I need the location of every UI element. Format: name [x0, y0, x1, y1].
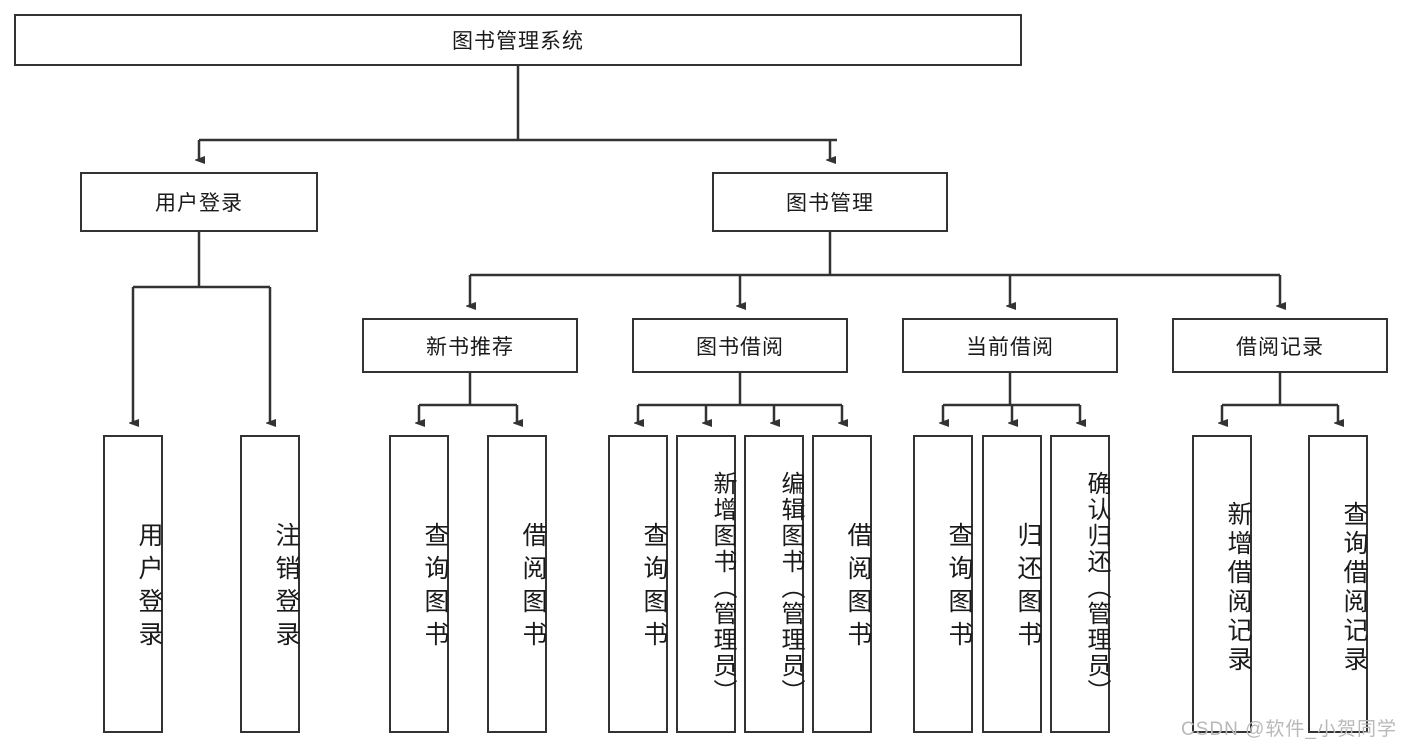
node-leaf-user-login[interactable]: 用户登录 — [103, 435, 163, 733]
node-leaf-user-logout[interactable]: 注销登录 — [240, 435, 300, 733]
node-user-login[interactable]: 用户登录 — [80, 172, 318, 232]
node-new-book-recommendation[interactable]: 新书推荐 — [362, 318, 578, 373]
node-leaf-label: 新增借阅记录 — [1224, 501, 1252, 675]
node-leaf-query-book-recommend[interactable]: 查询图书 — [389, 435, 449, 733]
node-leaf-confirm-return-admin[interactable]: 确认归还（管理员） — [1050, 435, 1110, 733]
node-leaf-query-borrow-record[interactable]: 查询借阅记录 — [1308, 435, 1368, 733]
node-leaf-label: 借阅图书 — [844, 522, 872, 654]
node-leaf-label: 注销登录 — [272, 522, 300, 654]
node-leaf-query-book-borrow[interactable]: 查询图书 — [608, 435, 668, 733]
node-leaf-query-book-current[interactable]: 查询图书 — [913, 435, 973, 733]
node-root[interactable]: 图书管理系统 — [14, 14, 1022, 66]
node-book-manage[interactable]: 图书管理 — [712, 172, 948, 232]
node-leaf-label: 查询图书 — [945, 522, 973, 654]
node-leaf-edit-book-admin[interactable]: 编辑图书（管理员） — [744, 435, 804, 733]
node-leaf-return-book[interactable]: 归还图书 — [982, 435, 1042, 733]
node-leaf-label: 查询图书 — [640, 522, 668, 654]
node-leaf-borrow-book[interactable]: 借阅图书 — [812, 435, 872, 733]
node-borrow-record[interactable]: 借阅记录 — [1172, 318, 1388, 373]
node-leaf-add-borrow-record[interactable]: 新增借阅记录 — [1192, 435, 1252, 733]
node-leaf-label: 查询借阅记录 — [1340, 501, 1368, 675]
node-leaf-label: 新增图书（管理员） — [709, 471, 736, 705]
node-leaf-label: 借阅图书 — [519, 522, 547, 654]
node-current-borrow[interactable]: 当前借阅 — [902, 318, 1118, 373]
node-leaf-label: 用户登录 — [135, 522, 163, 654]
node-leaf-label: 归还图书 — [1014, 522, 1042, 654]
node-leaf-label: 编辑图书（管理员） — [777, 471, 804, 705]
node-leaf-label: 确认归还（管理员） — [1083, 471, 1110, 705]
node-leaf-borrow-book-recommend[interactable]: 借阅图书 — [487, 435, 547, 733]
node-book-borrow[interactable]: 图书借阅 — [632, 318, 848, 373]
node-leaf-add-book-admin[interactable]: 新增图书（管理员） — [676, 435, 736, 733]
node-leaf-label: 查询图书 — [421, 522, 449, 654]
csdn-watermark: CSDN @软件_小贺同学 — [1181, 719, 1397, 740]
